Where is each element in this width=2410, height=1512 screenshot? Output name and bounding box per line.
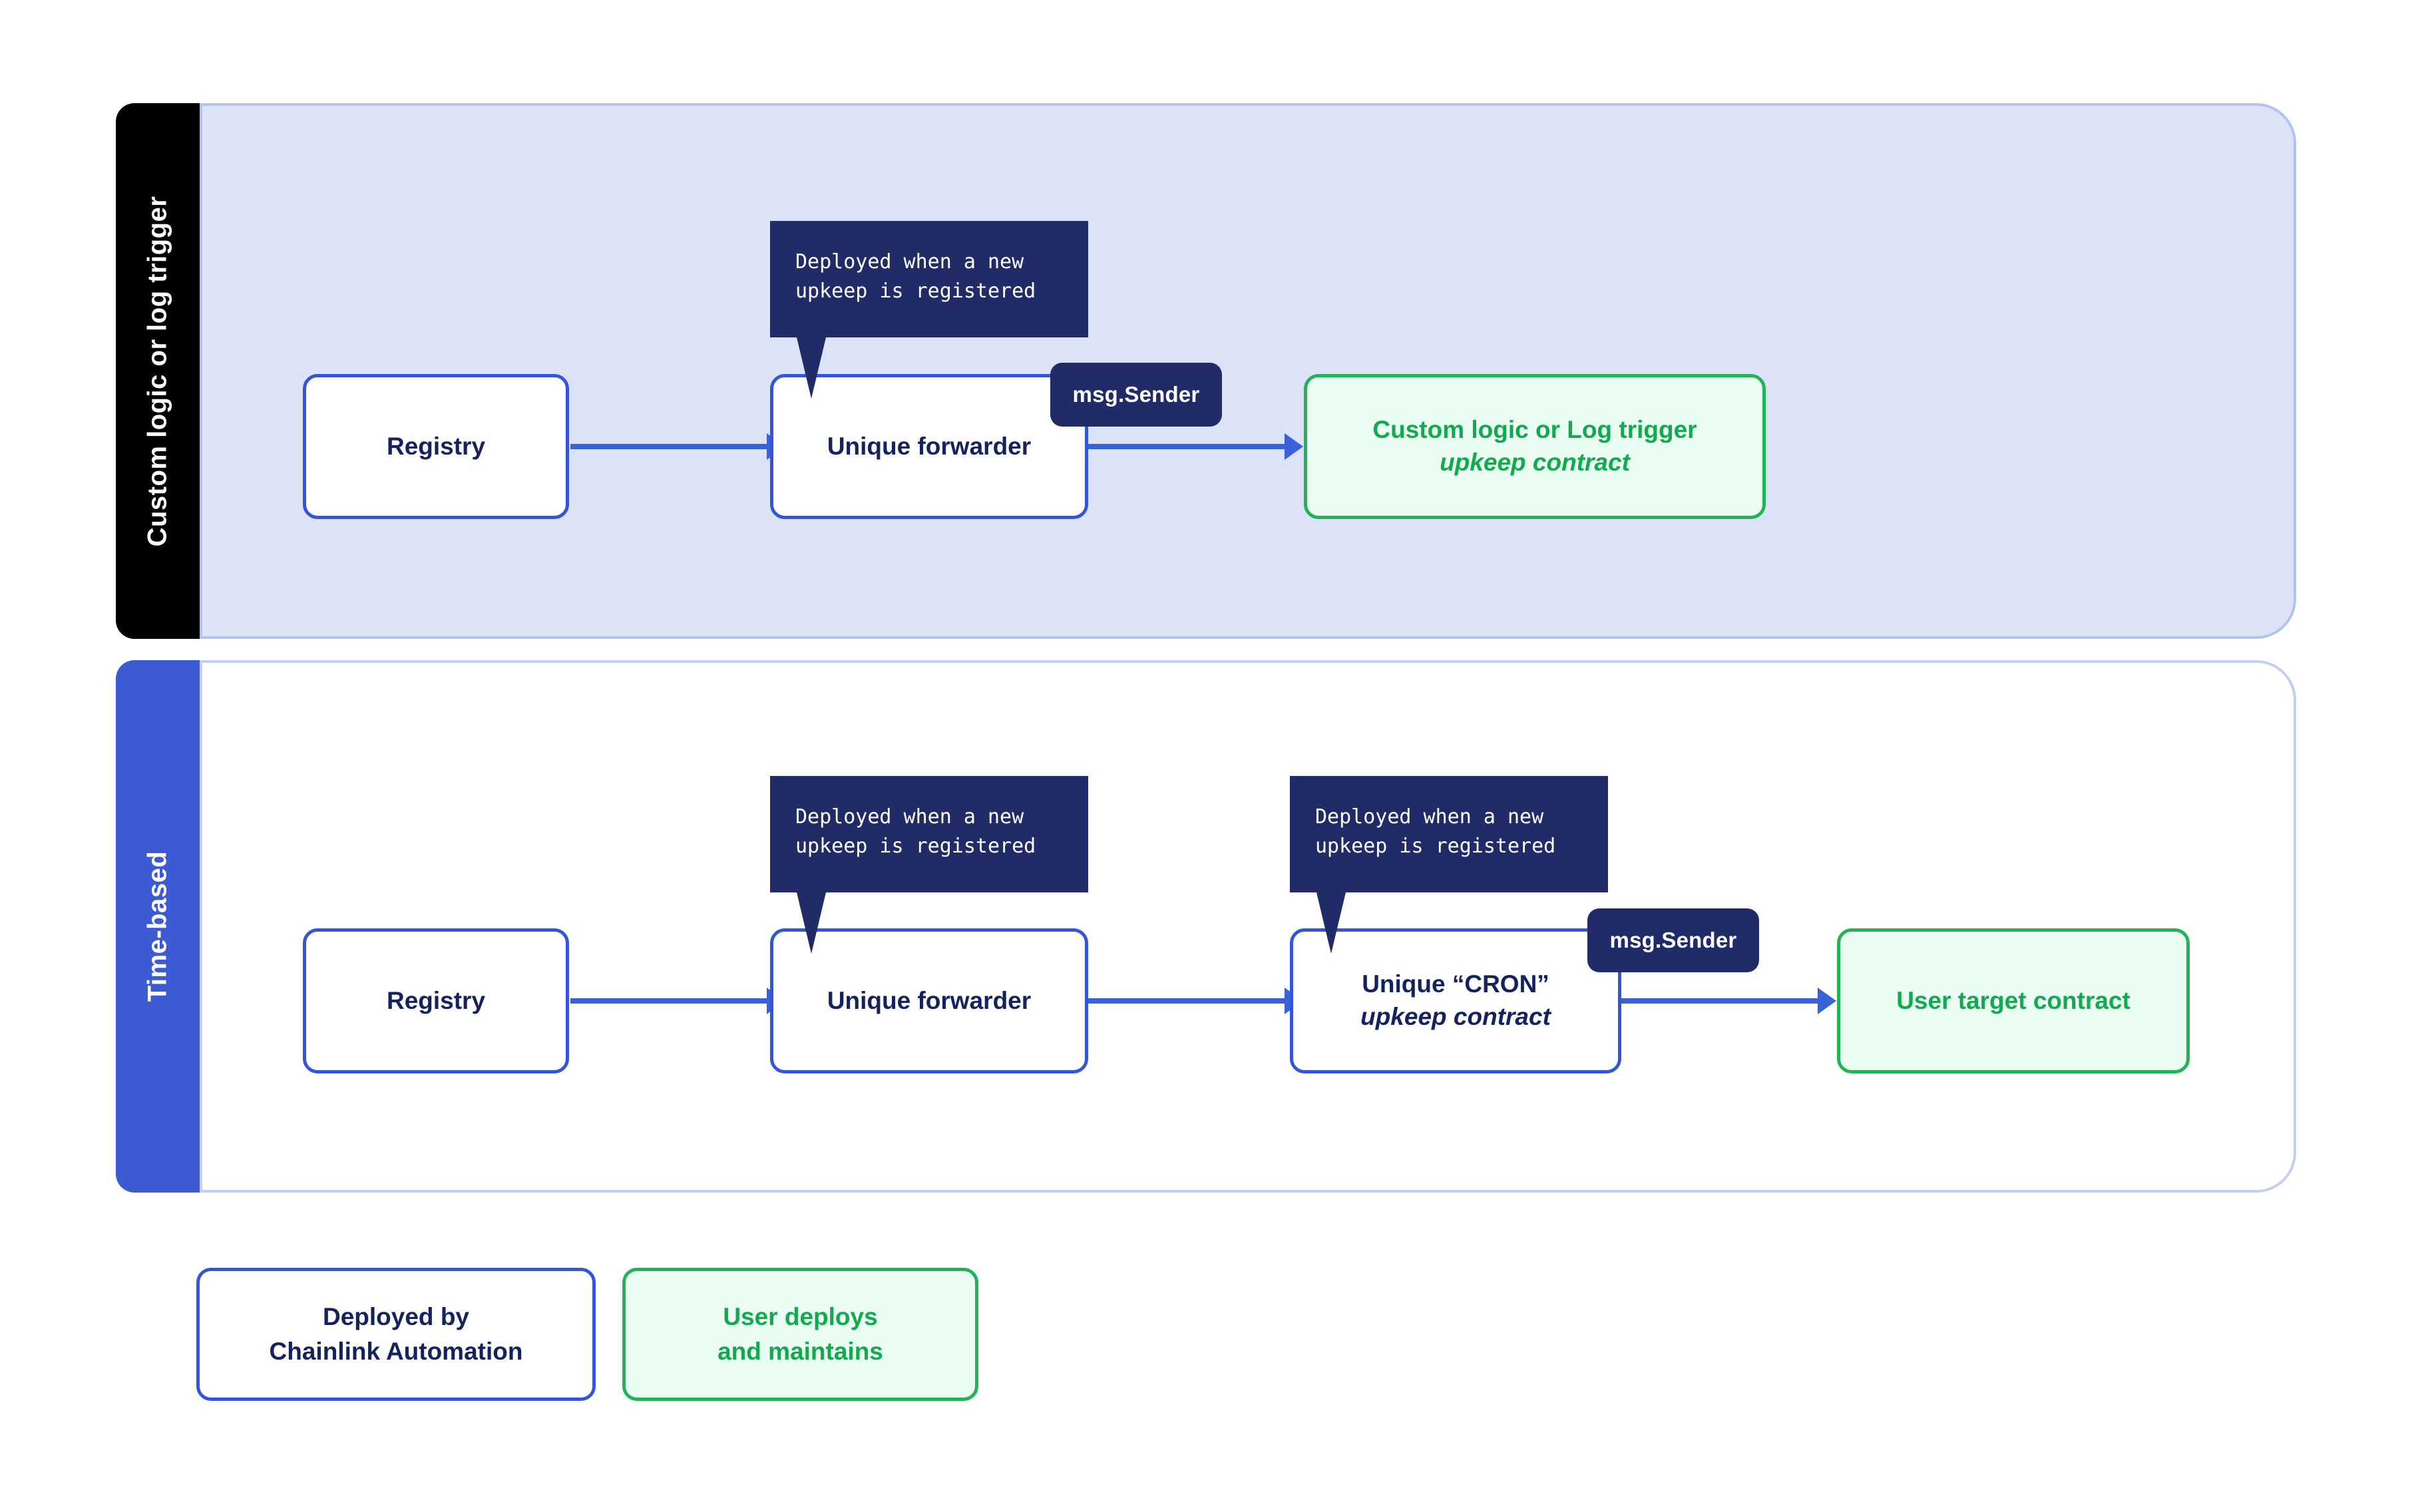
- arrow-cron-to-target-row2: [1621, 998, 1819, 1004]
- band-2-tab-label: Time-based: [142, 850, 172, 1002]
- callout-forwarder-row2: Deployed when a new upkeep is registered: [770, 776, 1088, 954]
- node-unique-forwarder-row1[interactable]: Unique forwarder: [770, 374, 1088, 519]
- band-2-body: [200, 660, 2296, 1193]
- node-unique-cron-upkeep-contract-row2-line2: upkeep contract: [1360, 1003, 1551, 1030]
- arrow-registry-to-forwarder-row2: [570, 998, 768, 1004]
- band-2-tab: Time-based: [116, 660, 200, 1193]
- node-registry-row1[interactable]: Registry: [303, 374, 569, 519]
- legend-user-deploys-line1: User deploys: [723, 1303, 878, 1331]
- badge-msg-sender-row1-label: msg.Sender: [1072, 382, 1200, 407]
- callout-forwarder-row1-line2: upkeep is registered: [795, 279, 1036, 303]
- node-registry-row1-label: Registry: [386, 432, 486, 460]
- arrow-forwarder-to-upkeep-row1: [1088, 444, 1286, 449]
- callout-forwarder-row1: Deployed when a new upkeep is registered: [770, 221, 1088, 399]
- band-1-tab-label: Custom logic or log trigger: [142, 196, 172, 546]
- node-custom-logic-upkeep-contract-row1-line1: Custom logic or Log trigger: [1372, 416, 1697, 444]
- callout-forwarder-row2-line2: upkeep is registered: [795, 834, 1036, 858]
- callout-cron-row2-tail: [1316, 892, 1346, 954]
- callout-forwarder-row1-tail: [797, 337, 826, 399]
- legend-deployed-by-chainlink-automation: Deployed by Chainlink Automation: [196, 1268, 596, 1401]
- legend-deployed-by-line1: Deployed by: [323, 1303, 469, 1331]
- callout-cron-row2-line1: Deployed when a new: [1315, 805, 1544, 829]
- callout-cron-row2: Deployed when a new upkeep is registered: [1290, 776, 1608, 954]
- callout-forwarder-row2-line1: Deployed when a new: [795, 805, 1024, 829]
- node-unique-cron-upkeep-contract-row2-line1: Unique “CRON”: [1362, 970, 1549, 998]
- node-custom-logic-upkeep-contract-row1-line2: upkeep contract: [1440, 449, 1630, 476]
- node-unique-forwarder-row2-label: Unique forwarder: [827, 986, 1032, 1014]
- arrow-forwarder-to-cron-row2: [1088, 998, 1286, 1004]
- badge-msg-sender-row2: msg.Sender: [1587, 908, 1759, 972]
- badge-msg-sender-row1: msg.Sender: [1050, 363, 1222, 427]
- callout-forwarder-row1-line1: Deployed when a new: [795, 250, 1024, 274]
- node-custom-logic-upkeep-contract-row1[interactable]: Custom logic or Log trigger upkeep contr…: [1304, 374, 1766, 519]
- callout-forwarder-row2-tail: [797, 892, 826, 954]
- legend-user-deploys-line2: and maintains: [717, 1338, 883, 1365]
- legend-user-deploys-and-maintains: User deploys and maintains: [622, 1268, 978, 1401]
- legend-deployed-by-line2: Chainlink Automation: [269, 1338, 523, 1365]
- node-registry-row2-label: Registry: [386, 986, 486, 1014]
- node-user-target-contract-row2[interactable]: User target contract: [1837, 928, 2190, 1073]
- node-user-target-contract-row2-label: User target contract: [1896, 986, 2130, 1014]
- band-1-tab: Custom logic or log trigger: [116, 103, 200, 639]
- callout-cron-row2-line2: upkeep is registered: [1315, 834, 1556, 858]
- band-1-body: [200, 103, 2296, 639]
- arrow-registry-to-forwarder-row1: [570, 444, 768, 449]
- node-unique-forwarder-row1-label: Unique forwarder: [827, 432, 1032, 460]
- badge-msg-sender-row2-label: msg.Sender: [1609, 928, 1737, 952]
- node-registry-row2[interactable]: Registry: [303, 928, 569, 1073]
